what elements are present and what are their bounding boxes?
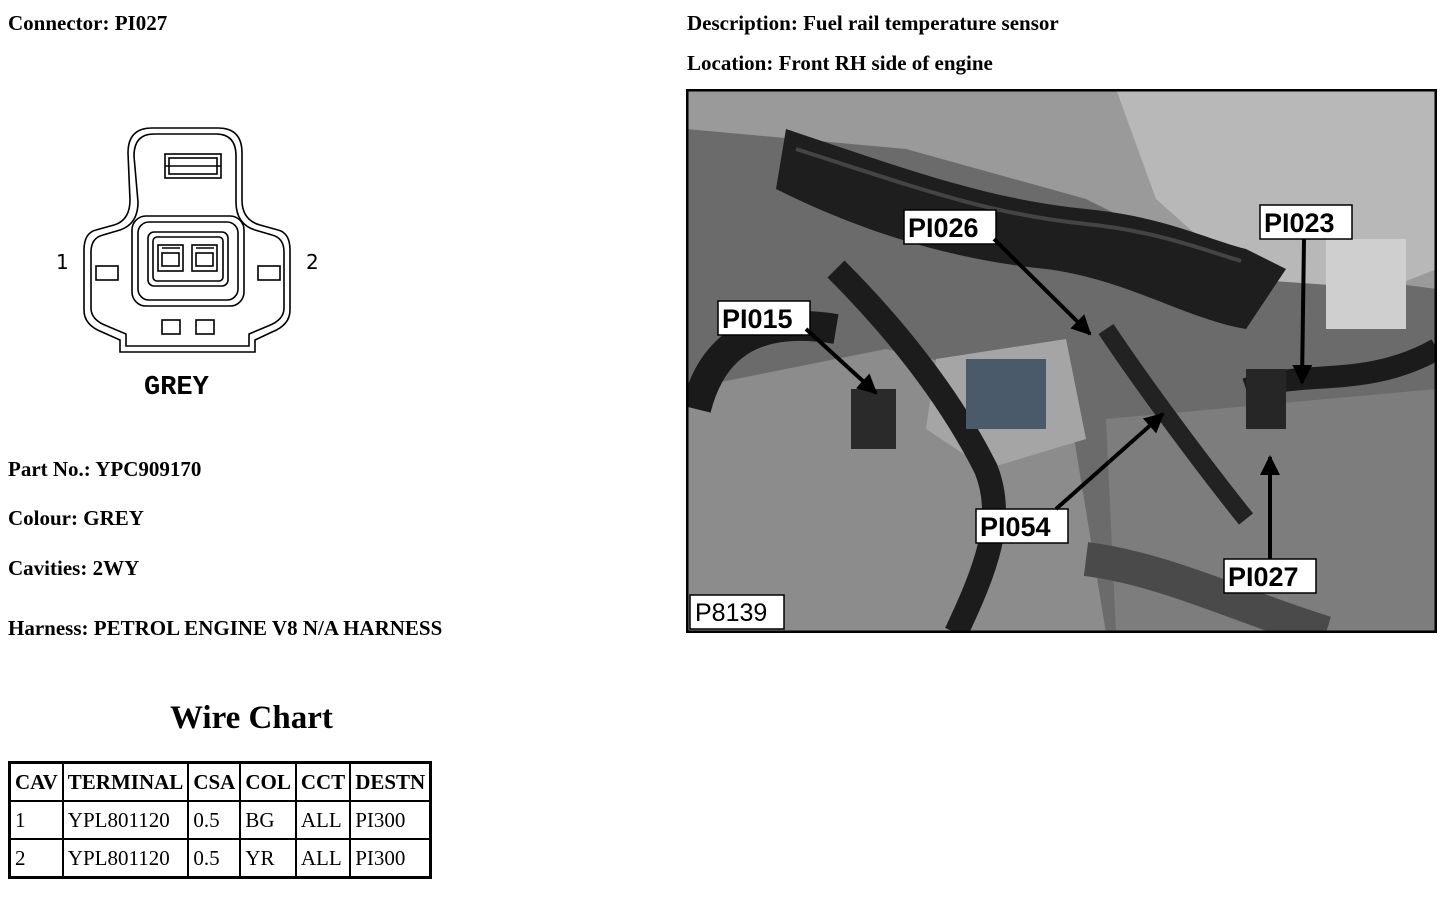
callout-pi054: PI054 <box>980 512 1051 542</box>
header-csa: CSA <box>187 761 242 802</box>
cell-col: YR <box>239 838 297 879</box>
wire-chart-title: Wire Chart <box>170 700 333 736</box>
callout-pi023: PI023 <box>1264 208 1335 238</box>
harness: Harness: PETROL ENGINE V8 N/A HARNESS <box>8 616 443 640</box>
cell-cav: 1 <box>8 800 64 840</box>
connector-colour-caption: GREY <box>144 373 210 403</box>
header-cct: CCT <box>294 761 352 802</box>
colour: Colour: GREY <box>8 506 144 530</box>
cell-csa: 0.5 <box>187 800 242 840</box>
pin-2-label: 2 <box>306 250 319 274</box>
cell-cct: ALL <box>294 800 352 840</box>
cell-cav: 2 <box>8 838 64 879</box>
cell-csa: 0.5 <box>187 838 242 879</box>
table-row: 1 YPL801120 0.5 BG ALL PI300 <box>8 800 432 840</box>
cell-cct: ALL <box>294 838 352 879</box>
location: Location: Front RH side of engine <box>687 51 993 75</box>
engine-location-photo: PI026 PI023 PI015 PI054 PI027 P8139 <box>686 89 1437 633</box>
callout-pi027: PI027 <box>1228 562 1299 592</box>
cell-col: BG <box>239 800 297 840</box>
cell-terminal: YPL801120 <box>61 800 190 840</box>
header-destn: DESTN <box>349 761 432 802</box>
part-number: Part No.: YPC909170 <box>8 457 202 481</box>
connector-face-diagram: 1 2 GREY <box>56 127 319 403</box>
header-cav: CAV <box>8 761 64 802</box>
description: Description: Fuel rail temperature senso… <box>687 11 1059 35</box>
photo-id: P8139 <box>695 599 767 627</box>
callout-pi015: PI015 <box>722 304 793 334</box>
connector-label: Connector: PI027 <box>8 11 168 35</box>
wire-chart-table: CAV TERMINAL CSA COL CCT DESTN 1 YPL8011… <box>8 761 433 879</box>
header-col: COL <box>239 761 297 802</box>
callout-pi026: PI026 <box>908 213 979 243</box>
table-row: 2 YPL801120 0.5 YR ALL PI300 <box>8 838 432 879</box>
cell-destn: PI300 <box>349 800 432 840</box>
header-terminal: TERMINAL <box>61 761 190 802</box>
pin-1-label: 1 <box>56 250 69 274</box>
table-header-row: CAV TERMINAL CSA COL CCT DESTN <box>8 761 432 802</box>
cell-terminal: YPL801120 <box>61 838 190 879</box>
cell-destn: PI300 <box>349 838 432 879</box>
cavities: Cavities: 2WY <box>8 556 140 580</box>
